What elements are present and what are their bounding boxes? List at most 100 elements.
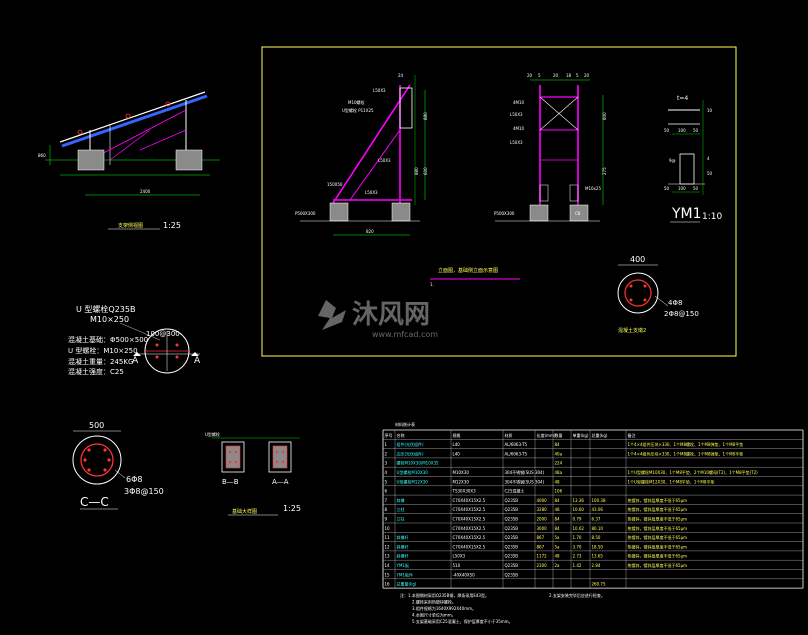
bom-cell: 13.36	[573, 498, 585, 503]
u-bolt-line5: U 型螺栓：M10×250	[68, 346, 138, 355]
bom-cell: 80.10	[592, 526, 604, 531]
bom-cell: Q235B	[505, 544, 519, 549]
frame-label-top-angle: L50X3	[373, 88, 386, 93]
bom-cell: 48	[555, 507, 561, 512]
bom-cell: -40X40X50	[453, 572, 476, 577]
bom-cell: Q235B	[505, 507, 519, 512]
frame-note-1: 1.	[430, 282, 434, 287]
bom-note: 4.本图尺寸单位为mm。	[412, 612, 456, 618]
pile-right-stirrup: 2Φ8@150	[664, 310, 699, 318]
bom-cell: C25混凝土	[505, 488, 525, 494]
ym1-dim-bot-3: 50	[693, 186, 699, 191]
bom-cell: 84	[555, 442, 561, 447]
u-bolt-line7: 混凝土强度：C25	[68, 367, 124, 376]
bom-cell: 48	[555, 479, 561, 484]
bom-cell: 12	[385, 544, 391, 549]
front-section-caption: 立面图，基础侧立面示意图	[438, 267, 498, 274]
pile-left-diameter: 500	[89, 421, 104, 430]
frame-dim-d: 600	[423, 167, 428, 175]
bom-header-cell: 名称	[397, 432, 405, 438]
bom-cell: 斜撑	[397, 497, 405, 503]
frame-label-bolt-sub: U型螺栓 P11X25	[342, 107, 374, 113]
bom-cell: 边压(光伏组件)	[397, 450, 425, 456]
pile-right-section	[617, 264, 669, 314]
front-label-right: 600	[602, 112, 607, 120]
front-label-plate1: L50X3	[510, 112, 523, 117]
side-view-caption: 支架侧视图	[118, 222, 143, 229]
bom-notes: 注：1.本图钢材采用Q235B钢，焊条采用E43型。2.螺栓采用热镀锌螺栓。3.…	[400, 592, 605, 624]
bom-cell: Q235B	[505, 498, 519, 503]
side-view-dim-height: 860	[38, 153, 46, 158]
u-bolt-line1: U 型螺栓Q235B	[76, 304, 135, 314]
ym1-dim-bot-2: 100	[678, 186, 686, 191]
u-bolt-line4: 混凝土基础：Φ500×500	[68, 335, 148, 344]
ym1-dim-bot-1: 50	[664, 186, 670, 191]
front-label-plate2: L50X3	[510, 140, 523, 145]
bom-cell: 6.37	[592, 517, 601, 522]
bom-cell: 组件(光伏组件)	[397, 441, 425, 447]
front-dim-1: 20	[527, 73, 533, 78]
bom-cell: 84	[555, 526, 561, 531]
bom-cell: 106	[555, 489, 563, 494]
bom-cell: 1个U型螺栓M10X30、1个M8平垫、2个M10螺母(T2)、1个M8平垫(T…	[628, 469, 759, 475]
bom-cell: 18.50	[592, 544, 604, 549]
bom-cell: 510	[453, 563, 461, 568]
bom-cell: 3.70	[573, 544, 582, 549]
bom-cell: U型螺栓M10X30	[397, 469, 429, 475]
pile-left-stirrup: 3Φ8@150	[124, 487, 164, 496]
bom-cell: 热镀锌，镀锌层厚度不低于65μm	[628, 497, 688, 503]
bom-cell: 热镀锌，镀锌层厚度不低于65μm	[628, 534, 688, 540]
ym1-title: YM1	[671, 206, 702, 222]
bom-cell: C70X40X15X2.5	[453, 535, 486, 540]
bom-cell: Q235B	[505, 572, 519, 577]
front-label-footing: P500X300	[494, 211, 515, 216]
bom-cell: 8.50	[592, 535, 601, 540]
bom-cell: L40	[453, 442, 461, 447]
detail-bb: B—B	[222, 478, 239, 486]
bom-cell: 10.02	[573, 526, 585, 531]
bom-cell: L40	[453, 451, 461, 456]
front-label-bottom: C8	[575, 211, 581, 216]
bom-cell: 1	[385, 442, 388, 447]
frame-label-diag: L50X3	[378, 158, 391, 163]
bom-cell: Q235B	[505, 535, 519, 540]
bom-header-cell: 单重(kg)	[573, 432, 589, 438]
bom-cell: AL/6063-T5	[505, 442, 528, 447]
pile-left-section-label: C—C	[80, 495, 109, 509]
bom-cell: 15	[385, 572, 391, 577]
ym1-detail-drawing	[668, 100, 705, 195]
bom-cell: 224	[555, 461, 563, 466]
bom-cell: 10	[385, 526, 391, 531]
ym1-dim-top-1: 50	[664, 128, 670, 133]
bom-cell: C70X40X15X2.5	[453, 517, 486, 522]
bom-cell: 2000	[537, 517, 548, 522]
bom-cell: 5a	[555, 544, 561, 549]
front-dim-5: 5	[576, 73, 579, 78]
foundation-detail-scale: 1:25	[283, 504, 301, 513]
ym1-side-mid: 4	[707, 156, 710, 161]
watermark-brand: 沐风网	[352, 300, 430, 330]
bom-header-cell: 序号	[385, 432, 393, 438]
bom-cell: 立柱	[397, 516, 405, 522]
bom-cell: 1个4×4组件压块×330、1个M8螺栓、1个M8弹垫、1个M8平垫	[628, 441, 744, 447]
bom-cell: 13.65	[592, 554, 604, 559]
bom-cell: 48a	[555, 470, 563, 475]
bom-cell: 热镀锌，镀锌层厚度不低于65μm	[628, 553, 688, 559]
front-dim-4: 18	[566, 73, 572, 78]
bom-cell: 总重量(kg)	[397, 581, 417, 587]
bom-cell: C70X40X15X2.5	[453, 526, 486, 531]
bom-cell: 2a	[555, 563, 561, 568]
bom-cell: U型螺栓M12X30	[397, 478, 429, 484]
watermark: 沐风网 www.mfcad.com	[318, 300, 438, 339]
bom-cell: 3000	[537, 526, 548, 531]
bom-cell: 5	[385, 479, 388, 484]
side-view-scale: 1:25	[163, 221, 181, 230]
bom-cell: 1个U型螺栓M12X30、1个M8平垫、1个M8平垫	[628, 478, 715, 484]
bom-cell: 4000	[537, 498, 548, 503]
bom-cell: 8	[385, 507, 388, 512]
bom-header-cell: 总重(kg)	[592, 432, 608, 438]
bom-cell: 10.60	[573, 507, 585, 512]
bom-cell: L50X3	[453, 554, 466, 559]
bom-cell: Q235B	[505, 554, 519, 559]
ym1-inner: 9@	[669, 158, 676, 163]
